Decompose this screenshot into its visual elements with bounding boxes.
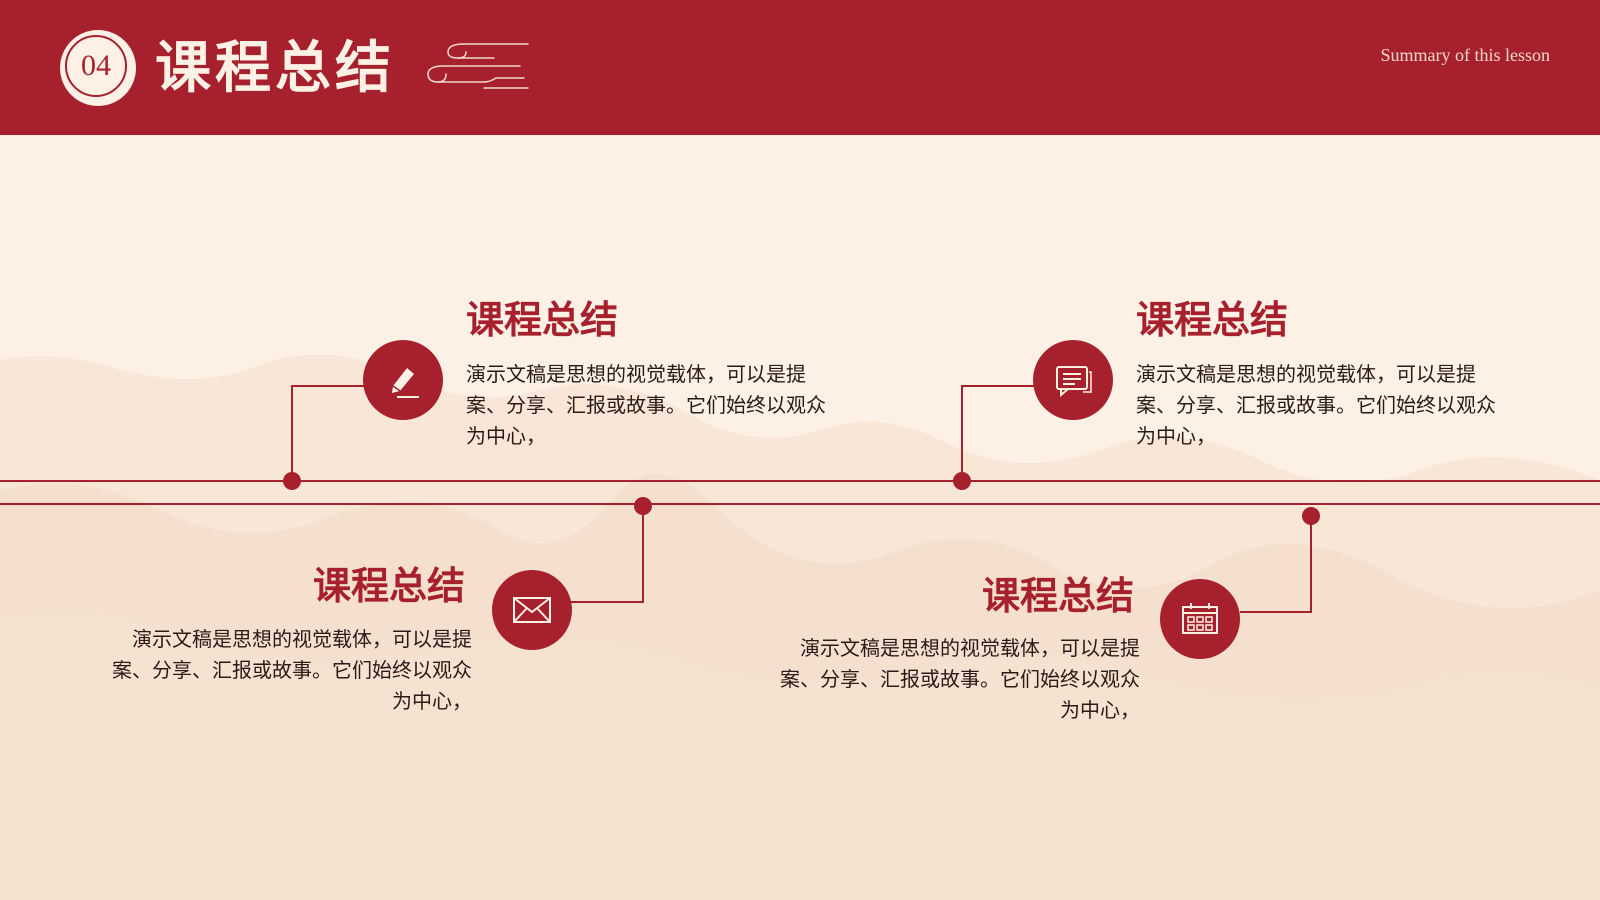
item-4-text: 演示文稿是思想的视觉载体，可以是提案、分享、汇报或故事。它们始终以观众为中心， (780, 636, 1140, 722)
item-2-text: 演示文稿是思想的视觉载体，可以是提案、分享、汇报或故事。它们始终以观众为中心， (1136, 362, 1496, 448)
item-1-text: 演示文稿是思想的视觉载体，可以是提案、分享、汇报或故事。它们始终以观众为中心， (466, 362, 826, 448)
item-3-title: 课程总结 (313, 563, 466, 608)
calendar-icon-circle (1160, 579, 1240, 659)
pencil-icon (392, 368, 419, 398)
page-title: 课程总结 (155, 35, 395, 101)
connector-3 (570, 506, 644, 603)
timeline-dot-1 (283, 472, 301, 490)
timeline-dot-2 (953, 472, 971, 490)
mail-icon (513, 597, 551, 623)
pencil-icon-circle (363, 340, 443, 420)
section-number: 04 (65, 35, 127, 97)
item-1-title: 课程总结 (466, 297, 619, 342)
header-bar: 04 课程总结 Summary of this lesson (0, 0, 1600, 135)
connector-1 (291, 385, 364, 481)
connector-2 (961, 385, 1034, 481)
item-3-text: 演示文稿是思想的视觉载体，可以是提案、分享、汇报或故事。它们始终以观众为中心， (112, 627, 472, 713)
item-4-title: 课程总结 (982, 573, 1135, 618)
calendar-icon (1182, 603, 1218, 634)
item-2-title: 课程总结 (1136, 297, 1289, 342)
cloud-ornament-icon (427, 43, 529, 89)
timeline-dot-4 (1302, 507, 1320, 525)
mail-icon-circle (492, 570, 572, 650)
chat-icon-circle (1033, 340, 1113, 420)
section-number-badge: 04 (60, 30, 136, 106)
page-subtitle: Summary of this lesson (1380, 45, 1551, 65)
connector-4 (1240, 516, 1312, 613)
timeline-dot-3 (634, 497, 652, 515)
chat-icon (1056, 366, 1092, 398)
